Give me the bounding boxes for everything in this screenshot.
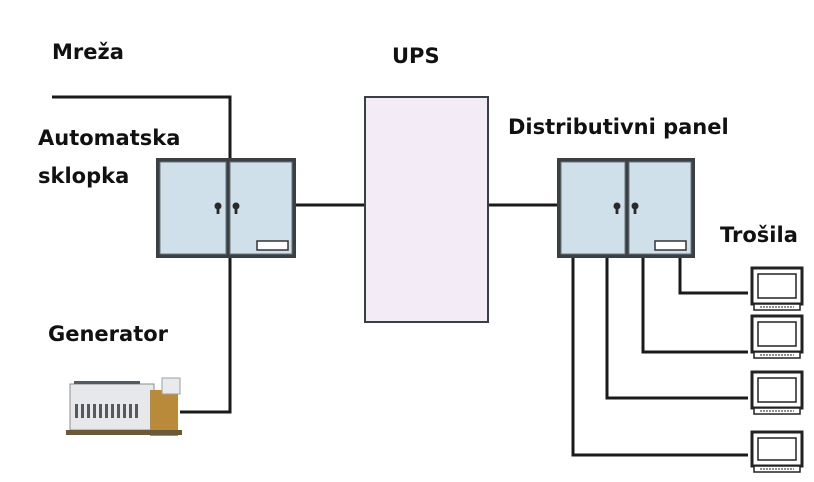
load-monitor-1 bbox=[750, 266, 804, 311]
load-monitor-3 bbox=[750, 370, 804, 415]
distribution-panel-label: Distributivni panel bbox=[508, 115, 729, 139]
key-lock-icon bbox=[613, 202, 639, 214]
cabinet-nameplate bbox=[654, 240, 687, 251]
load-wire-2 bbox=[641, 258, 748, 354]
ups-label: UPS bbox=[392, 44, 440, 68]
load-wire-4 bbox=[571, 258, 748, 457]
mains-label: Mreža bbox=[52, 40, 124, 64]
ups-box bbox=[364, 96, 489, 323]
load-wire-3 bbox=[605, 258, 748, 400]
transfer-switch-cabinet bbox=[156, 158, 296, 258]
load-wire-1 bbox=[678, 258, 748, 295]
mains-wire bbox=[52, 95, 232, 158]
key-lock-icon bbox=[214, 202, 240, 214]
distribution-panel-cabinet bbox=[557, 158, 695, 258]
generator-icon bbox=[66, 377, 182, 436]
loads-label: Trošila bbox=[720, 223, 798, 247]
transfer-switch-label-line2: sklopka bbox=[38, 164, 130, 188]
transfer-switch-label-line1: Automatska bbox=[38, 126, 181, 150]
generator-wire bbox=[180, 258, 232, 414]
wires bbox=[52, 95, 748, 457]
generator-label: Generator bbox=[48, 322, 169, 346]
load-monitor-2 bbox=[750, 314, 804, 359]
load-monitor-4 bbox=[750, 430, 804, 473]
generator-vents bbox=[74, 381, 140, 418]
cabinet-nameplate bbox=[256, 240, 289, 251]
